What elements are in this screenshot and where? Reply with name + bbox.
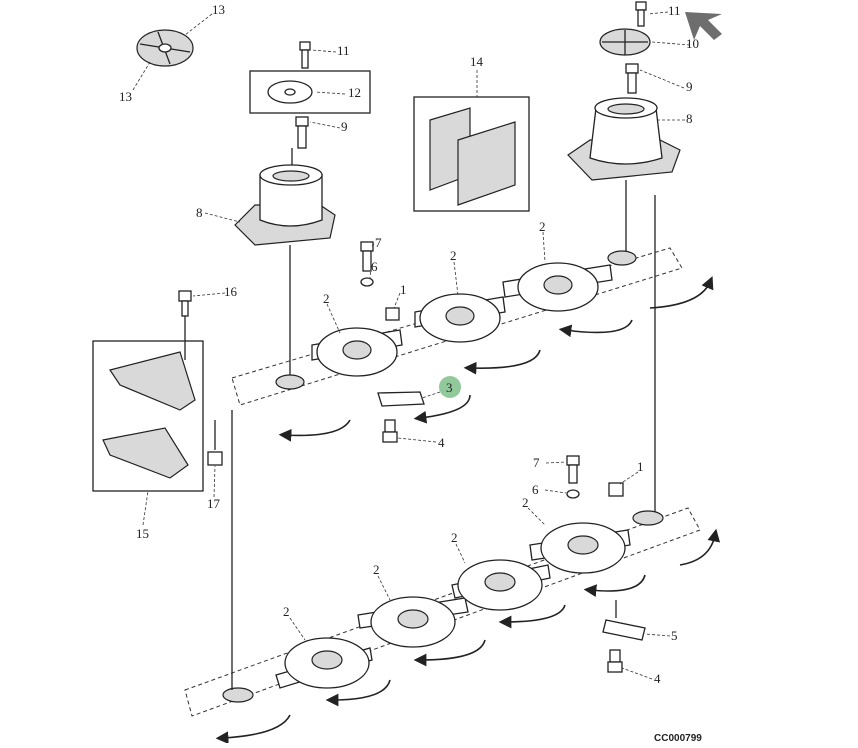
callout-6: 6 [532, 482, 539, 497]
callout-1: 1 [637, 459, 644, 474]
callout-13: 13 [119, 89, 132, 104]
callout-2: 2 [450, 248, 457, 263]
disc-upper-1 [311, 327, 403, 377]
callout-7: 7 [375, 235, 382, 250]
part-14-box [413, 96, 530, 212]
part-8-mount-right [567, 97, 681, 181]
callout-9: 9 [341, 119, 348, 134]
part-13-rubber-coupling [136, 29, 194, 67]
callout-3: 3 [446, 380, 453, 395]
callout-10: 10 [686, 36, 699, 51]
part-15-box [92, 340, 204, 492]
callout-8: 8 [196, 205, 203, 220]
callout-2: 2 [283, 604, 290, 619]
callout-11: 11 [337, 43, 350, 58]
part-12-box [249, 70, 371, 114]
callout-12: 12 [348, 85, 361, 100]
drawing-code: CC000799 [654, 733, 702, 743]
callout-11: 11 [668, 3, 681, 18]
callout-2: 2 [451, 530, 458, 545]
callout-17: 17 [207, 496, 221, 511]
callout-14: 14 [470, 54, 484, 69]
disc-lower-1 [275, 637, 373, 689]
callout-4: 4 [438, 435, 445, 450]
callout-2: 2 [539, 219, 546, 234]
disc-lower-2 [357, 596, 469, 648]
callout-9: 9 [686, 79, 693, 94]
callout-7: 7 [533, 455, 540, 470]
callout-8: 8 [686, 111, 693, 126]
callout-15: 15 [136, 526, 149, 541]
disc-upper-2 [414, 293, 506, 343]
callout-6: 6 [371, 259, 378, 274]
callout-16: 16 [224, 284, 238, 299]
callout-2: 2 [373, 562, 380, 577]
callout-labels: 13 13 11 12 9 8 14 11 10 9 8 7 6 1 2 2 2… [119, 2, 699, 686]
disc-lower-3 [451, 559, 551, 611]
callout-4: 4 [654, 671, 661, 686]
callout-13: 13 [212, 2, 225, 17]
leader-lines [132, 11, 691, 680]
disc-lower-4 [529, 522, 631, 574]
part-8-mount-left [234, 164, 336, 246]
disc-upper-3 [502, 262, 613, 312]
callout-2: 2 [522, 495, 529, 510]
pointer-arrow-icon [685, 12, 722, 40]
callout-5: 5 [671, 628, 678, 643]
highlight-marker[interactable] [439, 376, 461, 398]
callout-1: 1 [400, 282, 407, 297]
callout-2: 2 [323, 291, 330, 306]
cutter-bar-lower [184, 507, 701, 717]
